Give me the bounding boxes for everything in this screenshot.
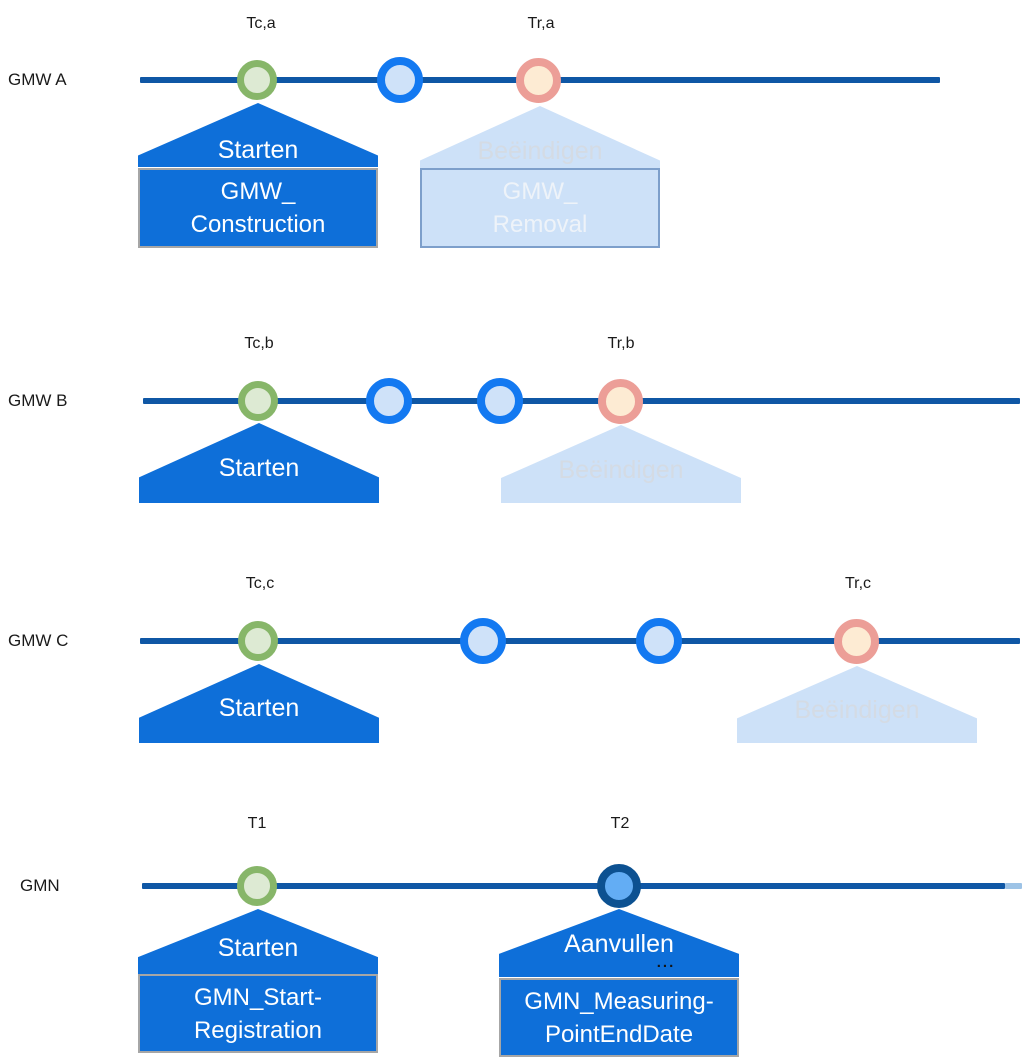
event-flag-light: Beëindigen [420,106,660,168]
time-tick-label: Tr,b [607,335,635,352]
timeline-label: GMW A [8,70,67,89]
event-marker-mid [377,57,423,103]
event-marker-mid [636,618,682,664]
timeline-label: GMW C [8,631,69,650]
time-tick-label: T1 [247,815,267,832]
event-flag-dark: Starten [139,423,379,503]
event-flag-light: Beëindigen [737,666,977,743]
flag-detail-line: GMN_Measuring- [524,987,714,1015]
time-tick-label: T2 [610,815,630,832]
flag-detail-box: GMW_ Construction [138,168,378,248]
timeline-label: GMN [20,876,60,895]
event-marker-mid [460,618,506,664]
flag-detail-line: Removal [492,211,588,238]
event-marker-start [237,866,277,906]
flag-detail-line: PointEndDate [544,1020,694,1048]
event-flag-light: Beëindigen [501,425,741,503]
ellipsis-note: ... [656,954,676,971]
timeline-line [142,883,1005,889]
event-marker-mid [477,378,523,424]
event-marker-start [237,60,277,100]
timeline-line-end-segment [1005,883,1022,889]
flag-title: Beëindigen [477,137,603,165]
event-marker-start [238,381,278,421]
time-tick-label: Tc,c [245,575,275,592]
event-marker-end [597,378,643,424]
flag-detail-box: GMN_Measuring- PointEndDate [499,978,739,1057]
flag-title: Starten [217,136,299,164]
event-flag-dark: Starten [138,909,378,974]
flag-detail-line: Registration [193,1016,323,1044]
flag-title: Beëindigen [794,696,920,724]
flag-detail-line: GMW_ [220,178,296,205]
flag-detail-box: GMN_Start- Registration [138,974,378,1053]
flag-title: Starten [217,934,299,962]
time-tick-label: Tr,a [527,15,555,32]
flag-title: Starten [218,454,300,482]
flag-detail-box: GMW_ Removal [420,168,660,248]
time-tick-label: Tc,b [244,335,274,352]
event-marker-end [833,618,879,664]
flag-title: Beëindigen [558,456,684,484]
event-marker-mid [366,378,412,424]
event-marker-filled [597,864,641,908]
event-flag-dark: Aanvullen [499,909,739,977]
timeline-line [140,638,1020,644]
time-tick-label: Tc,a [246,15,276,32]
flag-title: Starten [218,694,300,722]
event-marker-start [238,621,278,661]
timeline-line [143,398,1020,404]
flag-title: Aanvullen [564,930,674,958]
event-flag-dark: Starten [138,103,378,167]
flag-detail-line: GMN_Start- [193,983,322,1011]
flag-detail-line: GMW_ [502,178,578,205]
flag-detail-line: Construction [190,211,326,238]
event-marker-end [515,57,561,103]
time-tick-label: Tr,c [844,575,872,592]
timeline-label: GMW B [8,391,68,410]
event-flag-dark: Starten [139,664,379,743]
